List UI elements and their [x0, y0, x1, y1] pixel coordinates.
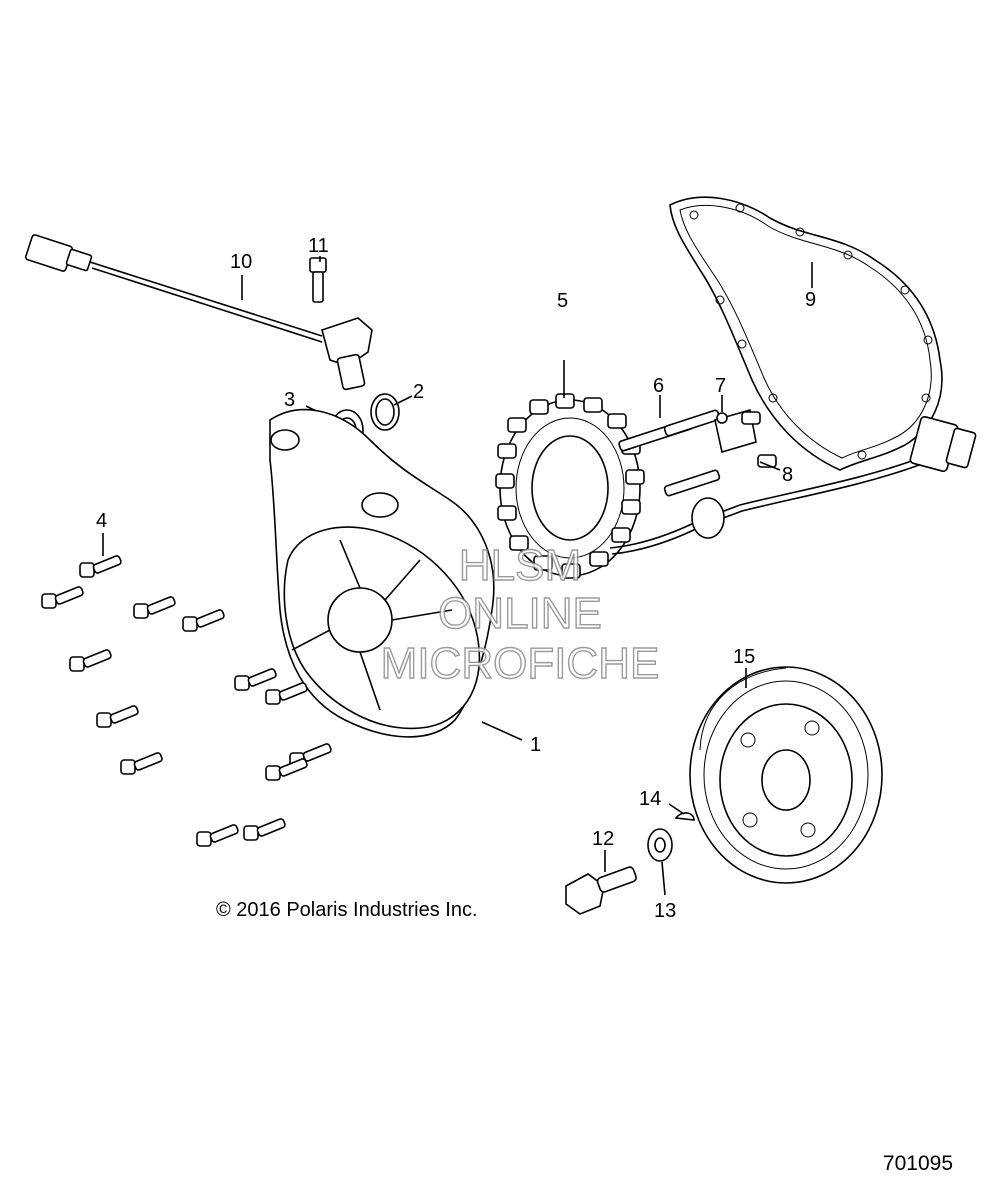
bolts-part-4	[41, 533, 332, 847]
washer-part-13	[647, 828, 673, 896]
watermark: HLSM ONLINE MICROFICHE	[380, 540, 660, 688]
woodruff-key-part-14	[668, 803, 695, 821]
flywheel-bolt-part-12	[565, 850, 637, 915]
watermark-line-3: MICROFICHE	[381, 639, 660, 688]
watermark-line-1: HLSM	[459, 541, 581, 590]
watermark-line-2: ONLINE	[438, 589, 602, 638]
speed-sensor-part-10	[24, 234, 373, 391]
snap-ring-part-2	[370, 393, 413, 431]
callout-5: 5	[557, 290, 568, 312]
flywheel-part-15	[689, 666, 883, 884]
callout-13: 13	[654, 900, 676, 922]
bolts-part-6	[618, 395, 721, 497]
copyright-notice: © 2016 Polaris Industries Inc.	[216, 899, 478, 921]
stator-part-5	[495, 360, 977, 579]
gasket-part-9	[669, 196, 943, 471]
bolt-part-11	[309, 256, 327, 303]
callout-4: 4	[96, 510, 107, 532]
drawing-number: 701095	[883, 1152, 953, 1175]
callout-15: 15	[733, 646, 755, 668]
stator-cover-part-1	[269, 408, 523, 741]
callout-3: 3	[284, 389, 295, 411]
callout-12: 12	[592, 828, 614, 850]
callout-10: 10	[230, 251, 252, 273]
callout-11: 11	[308, 235, 329, 257]
callout-8: 8	[782, 464, 793, 486]
callouts: 1 2 3 4 5 6 7 8 9 10 11 12 13 14 15	[96, 235, 816, 922]
callout-2: 2	[413, 381, 424, 403]
callout-9: 9	[805, 289, 816, 311]
screws-part-8	[741, 411, 781, 471]
callout-7: 7	[715, 375, 726, 397]
callout-6: 6	[653, 375, 664, 397]
callout-14: 14	[639, 788, 661, 810]
callout-1: 1	[530, 734, 541, 756]
